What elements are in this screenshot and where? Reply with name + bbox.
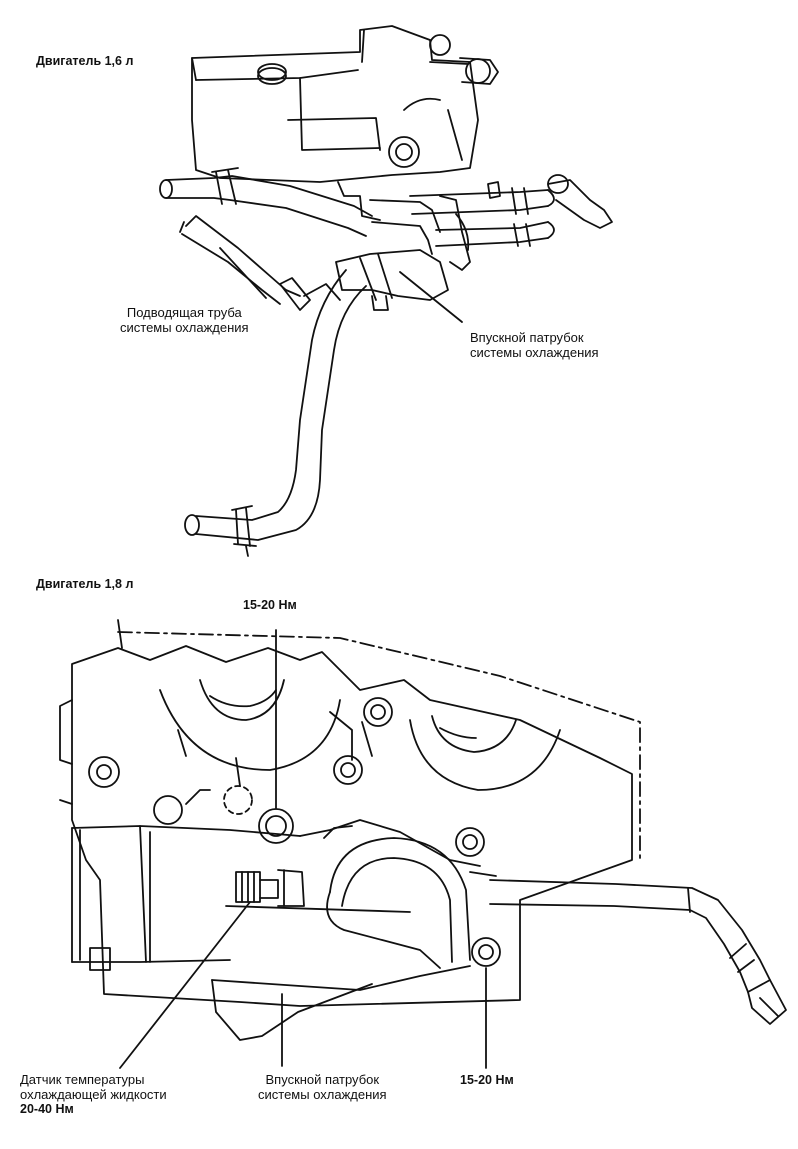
label-inlet-fitting-16: Впускной патрубок системы охлаждения (470, 330, 599, 360)
label-inlet-pipe: Подводящая труба системы охлаждения (120, 305, 249, 335)
inlet-fitting (336, 196, 470, 310)
engine-18-title: Двигатель 1,8 л (36, 577, 134, 591)
leader-sensor (120, 902, 250, 1068)
left-hose (160, 168, 440, 254)
outlet-pipe (470, 872, 786, 1024)
block-outline (72, 646, 632, 1006)
horizontal-pipe (72, 820, 480, 970)
sensor-torque: 20-40 Нм (20, 1102, 74, 1116)
label-inlet-fitting-18: Впускной патрубок системы охлаждения (258, 1072, 387, 1102)
torque-bottom: 15-20 Нм (460, 1073, 514, 1087)
sensor-label: Датчик температуры охлаждающей жидкости (20, 1072, 167, 1102)
bolt-holes (89, 698, 500, 966)
right-hoses (410, 175, 612, 246)
long-pipe (185, 270, 366, 556)
leader-inlet-pipe (220, 248, 266, 298)
head-edge (118, 632, 640, 858)
curved-fitting (212, 826, 470, 1040)
pulley-right (410, 716, 560, 790)
temperature-sensor (236, 870, 304, 906)
leader-inlet-fitting (400, 272, 462, 322)
engine-block (192, 26, 498, 182)
pulley-left (160, 680, 340, 786)
torque-top: 15-20 Нм (243, 598, 297, 612)
engine-16-title: Двигатель 1,6 л (36, 54, 134, 68)
